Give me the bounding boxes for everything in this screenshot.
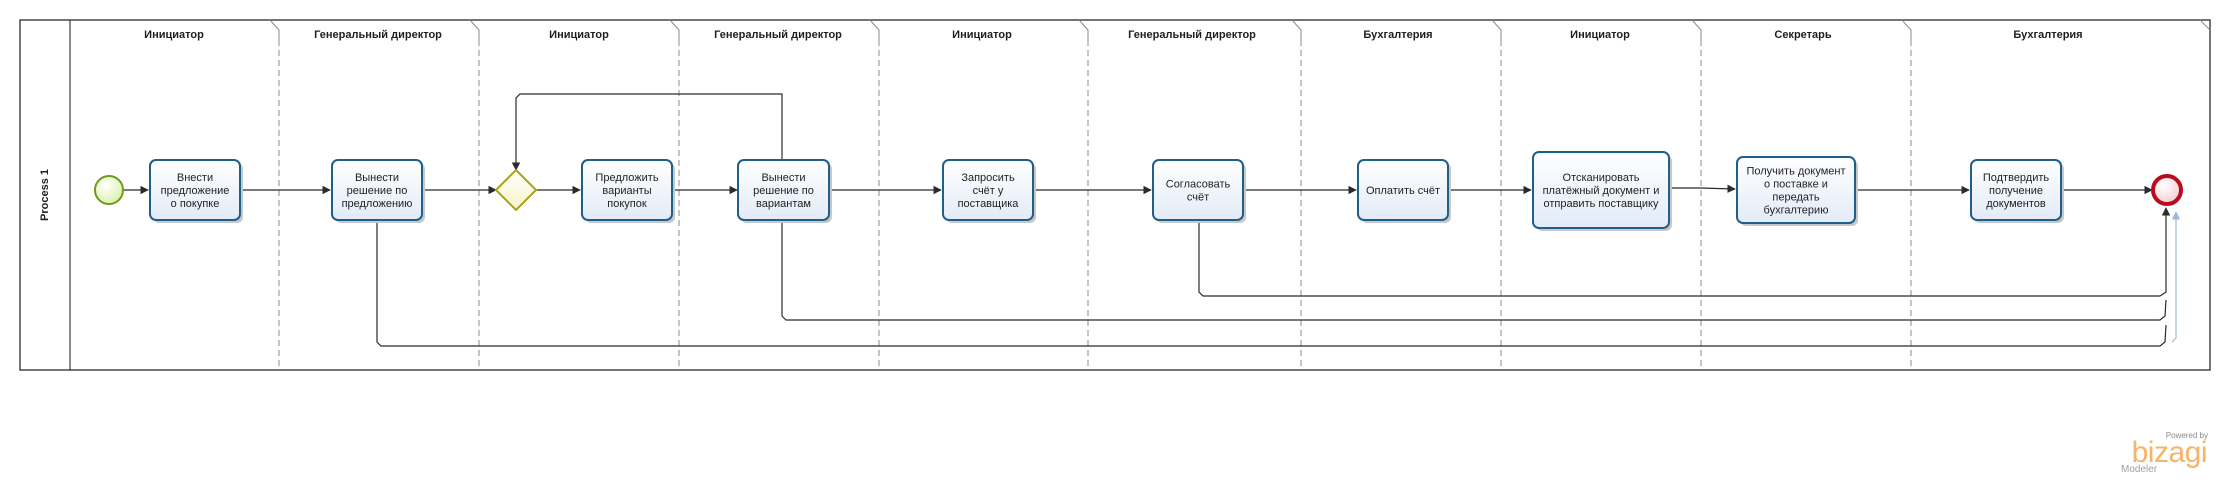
logo-product: Modeler <box>2121 464 2158 475</box>
task-label-line: Внести <box>177 172 213 184</box>
lane-title: Бухгалтерия <box>1363 29 1432 41</box>
task-poluchit-dokument[interactable]: Получить документо поставке ипередатьбух… <box>1736 156 1858 226</box>
task-label-line: решение по <box>753 185 814 197</box>
task-label-line: Согласовать <box>1166 179 1231 191</box>
lane-separators <box>269 19 2211 370</box>
sequence-flows <box>123 93 2181 347</box>
task-box[interactable] <box>1357 159 1449 221</box>
task-label-line: Подтвердить <box>1983 172 2050 184</box>
task-label-line: Оплатить счёт <box>1366 185 1440 197</box>
task-label-line: решение по <box>347 185 408 197</box>
task-label-line: бухгалтерию <box>1764 205 1829 217</box>
lane-title: Генеральный директор <box>714 29 842 41</box>
task-box[interactable] <box>1152 159 1244 221</box>
task-label-line: варианты <box>602 185 651 197</box>
task-label-line: Вынести <box>761 172 805 184</box>
task-label-line: передать <box>1772 192 1819 204</box>
task-box[interactable] <box>149 159 241 221</box>
task-label-line: получение <box>1989 185 2043 197</box>
lane-title: Генеральный директор <box>1128 29 1256 41</box>
lane-titles: Инициатор Генеральный директор Инициатор… <box>144 29 2082 41</box>
bizagi-logo: Powered by bizagi Modeler <box>2121 431 2208 475</box>
task-box[interactable] <box>331 159 423 221</box>
task-box[interactable] <box>1736 156 1856 224</box>
task-label-line: о поставке и <box>1764 179 1828 191</box>
exclusive-gateway[interactable] <box>494 168 538 212</box>
task-label-line: поставщика <box>958 198 1020 210</box>
lane-title: Секретарь <box>1774 29 1831 41</box>
lane-title: Инициатор <box>1570 29 1630 41</box>
task-label-line: документов <box>1986 198 2046 210</box>
end-event[interactable] <box>2151 174 2183 206</box>
logo-powered-by: Powered by <box>2166 431 2208 440</box>
task-label-line: о покупке <box>171 198 220 210</box>
task-oplatit-schet[interactable]: Оплатить счёт <box>1357 159 1451 223</box>
task-label-line: Отсканировать <box>1563 172 1640 184</box>
task-label-line: платёжный документ и <box>1543 185 1660 197</box>
lane-title: Бухгалтерия <box>2013 29 2082 41</box>
task-label-line: покупок <box>607 198 647 210</box>
lane-title: Генеральный директор <box>314 29 442 41</box>
task-box[interactable] <box>942 159 1034 221</box>
task-label-line: счёт у <box>973 185 1004 197</box>
task-label-line: отправить поставщику <box>1543 198 1659 210</box>
lane-title: Инициатор <box>952 29 1012 41</box>
task-label-line: вариантам <box>756 198 811 210</box>
task-box[interactable] <box>737 159 830 221</box>
pool-title: Process 1 <box>39 169 51 221</box>
task-label-line: Получить документ <box>1746 166 1845 178</box>
task-label-line: счёт <box>1187 192 1209 204</box>
task-label-line: Вынести <box>355 172 399 184</box>
task-box[interactable] <box>581 159 673 221</box>
start-event[interactable] <box>94 175 124 205</box>
lane-title: Инициатор <box>549 29 609 41</box>
lane-title: Инициатор <box>144 29 204 41</box>
task-label-line: предложение <box>161 185 230 197</box>
task-label-line: предложению <box>342 198 413 210</box>
task-box[interactable] <box>1970 159 2062 221</box>
task-label-line: Предложить <box>595 172 658 184</box>
task-label-line: Запросить <box>961 172 1015 184</box>
logo-wordmark: bizagi <box>2132 436 2207 469</box>
task-box[interactable] <box>1532 151 1670 229</box>
